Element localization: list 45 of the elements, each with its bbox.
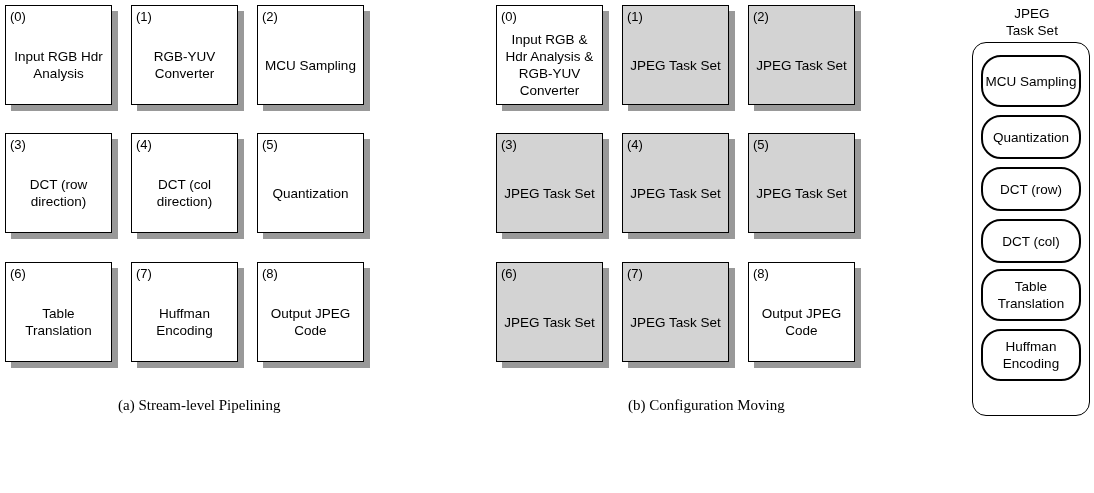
step-number: (5)	[262, 137, 278, 152]
step-number: (4)	[136, 137, 152, 152]
box-label: Table Translation	[24, 305, 93, 340]
box-label: Output JPEG Code	[760, 305, 843, 340]
step-number: (7)	[136, 266, 152, 281]
box-label: Quantization	[271, 184, 350, 203]
box-label: JPEG Task Set	[629, 56, 722, 75]
box-label: MCU Sampling	[264, 56, 357, 75]
task-pill: DCT (row)	[981, 167, 1081, 211]
caption: (b) Configuration Moving	[628, 397, 785, 414]
box-label: DCT (row direction)	[28, 176, 89, 211]
box-label: DCT (col direction)	[155, 176, 214, 211]
step-number: (0)	[501, 9, 517, 24]
box-label: JPEG Task Set	[629, 184, 722, 203]
box-label: Input RGB Hdr Analysis	[13, 48, 104, 83]
step-number: (8)	[753, 266, 769, 281]
step-number: (1)	[136, 9, 152, 24]
task-pill: MCU Sampling	[981, 55, 1081, 107]
step-number: (5)	[753, 137, 769, 152]
box-label: Input RGB & Hdr Analysis & RGB-YUV Converter	[504, 36, 595, 94]
group-container	[972, 42, 1090, 416]
caption: (a) Stream-level Pipelining	[118, 397, 281, 414]
box-label: JPEG Task Set	[755, 56, 848, 75]
step-number: (6)	[501, 266, 517, 281]
box-label: Output JPEG Code	[269, 305, 352, 340]
task-pill: Quantization	[981, 115, 1081, 159]
box-label: JPEG Task Set	[629, 313, 722, 332]
step-number: (3)	[501, 137, 517, 152]
step-number: (1)	[627, 9, 643, 24]
step-number: (0)	[10, 9, 26, 24]
box-label: RGB-YUV Converter	[152, 48, 217, 83]
step-number: (2)	[753, 9, 769, 24]
box-label: JPEG Task Set	[503, 313, 596, 332]
step-number: (7)	[627, 266, 643, 281]
task-pill: Table Translation	[981, 269, 1081, 321]
step-number: (6)	[10, 266, 26, 281]
box-label: JPEG Task Set	[755, 184, 848, 203]
step-number: (2)	[262, 9, 278, 24]
step-number: (8)	[262, 266, 278, 281]
task-pill: DCT (col)	[981, 219, 1081, 263]
step-number: (4)	[627, 137, 643, 152]
task-pill: Huffman Encoding	[981, 329, 1081, 381]
step-number: (3)	[10, 137, 26, 152]
box-label: JPEG Task Set	[503, 184, 596, 203]
box-label: Huffman Encoding	[155, 305, 214, 340]
